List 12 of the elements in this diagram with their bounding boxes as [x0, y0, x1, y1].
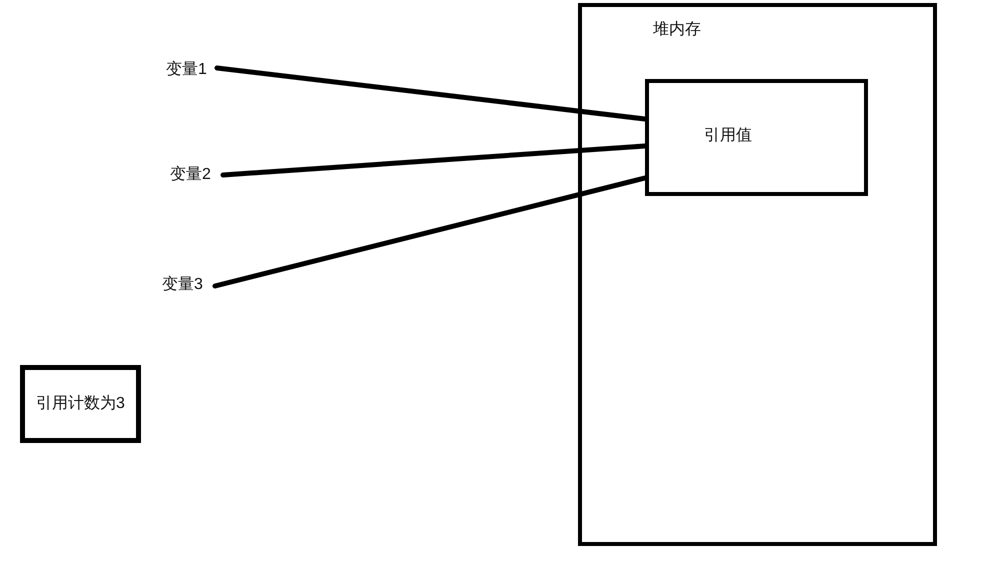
variable-label: 变量3 [162, 275, 212, 295]
connector-line [220, 144, 648, 178]
box-label: 堆内存 [653, 20, 701, 40]
variable-label: 变量1 [166, 60, 214, 80]
box-label: 引用计数为3 [35, 394, 126, 414]
connector-line [214, 66, 648, 122]
box-label: 引用值 [704, 126, 752, 146]
reference-count-box [20, 365, 141, 443]
heap-memory-box [578, 3, 937, 546]
connector-line [212, 176, 648, 288]
reference-value-box [645, 79, 868, 196]
variable-label: 变量2 [170, 165, 220, 185]
